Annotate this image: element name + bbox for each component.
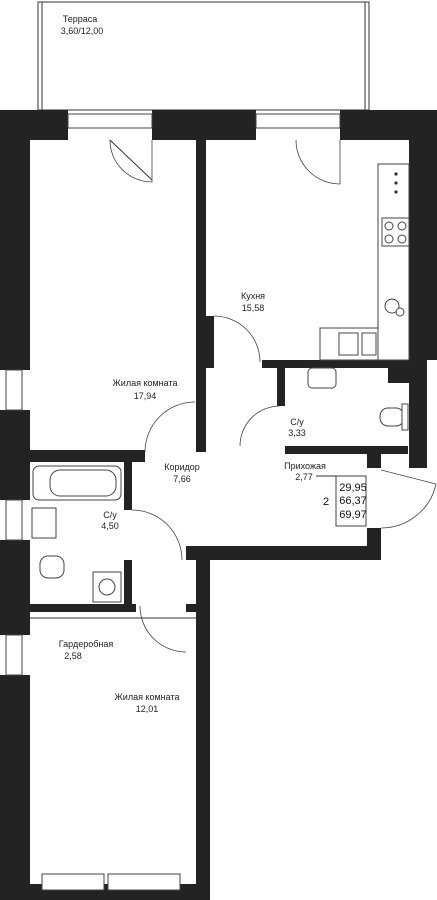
window-top-kitchen [255, 113, 341, 129]
hood-dot-icon [394, 190, 398, 194]
wall-stairstep [186, 546, 381, 560]
kitchen-counter [377, 163, 410, 361]
hall-name: Прихожая [284, 461, 326, 471]
terrace-area: 3,60/12,00 [61, 26, 104, 36]
wall-shaft [388, 368, 409, 383]
wardrobe-name: Гардеробная [59, 639, 114, 649]
door-living1-leaf [109, 139, 153, 181]
door-wardrobe-arc [139, 605, 187, 653]
window-left [5, 634, 23, 676]
bath1-area: 3,33 [288, 428, 306, 438]
wall-wardrobe-top [186, 604, 196, 612]
door-kitchen-top-arc [295, 139, 341, 185]
wall-left [0, 675, 30, 900]
washer-icon [395, 307, 405, 317]
toilet-tank-icon [401, 403, 409, 431]
bathtub-inner-icon [49, 469, 117, 497]
terrace-name: Терраса [63, 14, 98, 24]
wall-right-long [196, 560, 210, 900]
sink-bath2-icon [31, 507, 57, 539]
living1-area: 17,94 [134, 391, 157, 401]
bath1-name: С/у [290, 417, 304, 427]
washing-machine-drum-icon [98, 578, 116, 596]
sink-bath1-icon [307, 367, 337, 389]
wall-kitchen-bottom [262, 360, 409, 368]
wall-bath1-bottom [285, 446, 408, 454]
living2-name: Жилая комната [114, 692, 179, 702]
living1-name: Жилая комната [112, 378, 177, 388]
window-left [5, 369, 23, 411]
window-bottom [107, 873, 181, 891]
wall-bath1-right [409, 368, 417, 468]
hood-dot-icon [394, 172, 398, 176]
window-bottom [41, 873, 105, 891]
wall-bath1-left [277, 368, 285, 406]
window-left [5, 499, 23, 541]
window-top-living1 [67, 113, 153, 129]
wall-left [0, 540, 30, 635]
wall-kitchen-wall-jog [206, 316, 214, 368]
toilet-bath2-icon [39, 555, 65, 579]
wall-living1-kitchen [196, 140, 206, 452]
wall-bath2-bottom [30, 604, 136, 612]
kitchen-sink-icon [338, 332, 359, 356]
door-bath1-arc [239, 405, 281, 447]
wall-right-lower [367, 528, 381, 546]
wall-left [0, 410, 30, 500]
washer-icon [384, 298, 400, 314]
hood-dot-icon [394, 181, 398, 185]
wall-right-upper [409, 140, 437, 360]
door-living1-bottom-arc [144, 401, 196, 453]
wall-bath2-right [124, 560, 132, 606]
toilet-bath1-icon [379, 407, 405, 427]
bath2-name: С/у [103, 510, 117, 520]
stove-burner-icon [397, 221, 407, 231]
stove-burner-icon [384, 221, 394, 231]
area-with-terrace: 69,97 [339, 509, 367, 521]
wall-top [0, 110, 68, 140]
hall-area: 2,77 [295, 472, 313, 482]
corridor-name: Коридор [164, 462, 200, 472]
living2-area: 12,01 [136, 704, 159, 714]
wall-hall-right [367, 454, 381, 468]
summary-box [335, 475, 367, 527]
stove-burner-icon [397, 234, 407, 244]
wall-top [152, 110, 256, 140]
rooms-count: 2 [323, 496, 329, 508]
wall-bath2-right [124, 462, 132, 510]
kitchen-name: Кухня [241, 291, 265, 301]
area-living: 29,95 [339, 482, 367, 494]
dish-rack-icon [361, 332, 377, 356]
area-total: 66,37 [339, 495, 367, 507]
door-entrance-arc [380, 469, 437, 529]
wall-top [340, 110, 437, 140]
bath2-area: 4,50 [101, 521, 119, 531]
door-bath2-arc [131, 509, 183, 561]
wall-left [0, 140, 30, 370]
corridor-area: 7,66 [173, 474, 191, 484]
door-living1-arc [109, 139, 153, 183]
wardrobe-area: 2,58 [64, 651, 82, 661]
kitchen-area: 15,58 [242, 303, 265, 313]
wall-bath2-top [30, 454, 132, 462]
stove-burner-icon [384, 234, 394, 244]
door-kitchen-arc [213, 315, 261, 363]
